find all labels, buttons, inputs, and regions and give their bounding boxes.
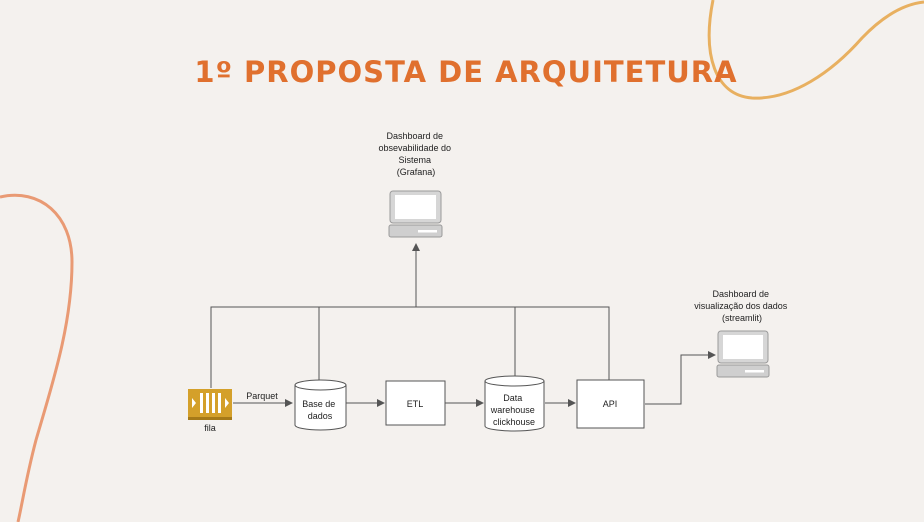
arrow-api-to-streamlit — [645, 351, 716, 405]
decorative-curve-left — [0, 193, 74, 522]
connectors — [210, 243, 716, 407]
base-label-line-2: dados — [308, 411, 333, 421]
page-title: 1º PROPOSTA DE ARQUITETURA — [194, 55, 737, 89]
base-label-line-1: Base de — [302, 399, 335, 409]
streamlit-dashboard-node: Dashboard de visualização dos dados (str… — [694, 289, 790, 378]
grafana-label-line-4: (Grafana) — [397, 167, 436, 177]
parquet-edge-label: Parquet — [246, 391, 278, 401]
base-label: Base de dados — [302, 399, 338, 421]
dw-label-line-2: warehouse — [490, 405, 535, 415]
api-box — [576, 379, 645, 429]
fila-label: fila — [204, 423, 216, 433]
grafana-label-line-1: Dashboard de — [386, 131, 443, 141]
etl-node: ETL — [385, 380, 446, 426]
dw-label-line-3: clickhouse — [493, 417, 535, 427]
api-label: API — [603, 399, 618, 409]
grafana-dashboard-node: Dashboard de obsevabilidade do Sistema (… — [378, 131, 453, 238]
etl-label: ETL — [407, 399, 424, 409]
monitor-bus-fila — [210, 306, 610, 388]
dw-label: Data warehouse clickhouse — [490, 393, 538, 427]
fila-node: fila — [188, 389, 232, 433]
base-de-dados-node: Base de dados — [294, 379, 347, 431]
streamlit-label-line-2: visualização dos dados — [694, 301, 788, 311]
etl-box — [385, 380, 446, 426]
monitor-icon — [716, 330, 770, 378]
queue-icon — [188, 389, 232, 420]
database-icon — [484, 375, 545, 432]
decorative-curve-top-right — [707, 0, 924, 100]
grafana-label-line-2: obsevabilidade do — [378, 143, 451, 153]
grafana-label-line-3: Sistema — [398, 155, 431, 165]
dw-label-line-1: Data — [503, 393, 522, 403]
streamlit-label: Dashboard de visualização dos dados (str… — [694, 289, 790, 323]
grafana-label: Dashboard de obsevabilidade do Sistema (… — [378, 131, 453, 177]
monitor-icon — [388, 190, 443, 238]
database-icon — [294, 379, 347, 431]
data-warehouse-node: Data warehouse clickhouse — [484, 375, 545, 432]
streamlit-label-line-3: (streamlit) — [722, 313, 762, 323]
streamlit-label-line-1: Dashboard de — [712, 289, 769, 299]
api-node: API — [576, 379, 645, 429]
